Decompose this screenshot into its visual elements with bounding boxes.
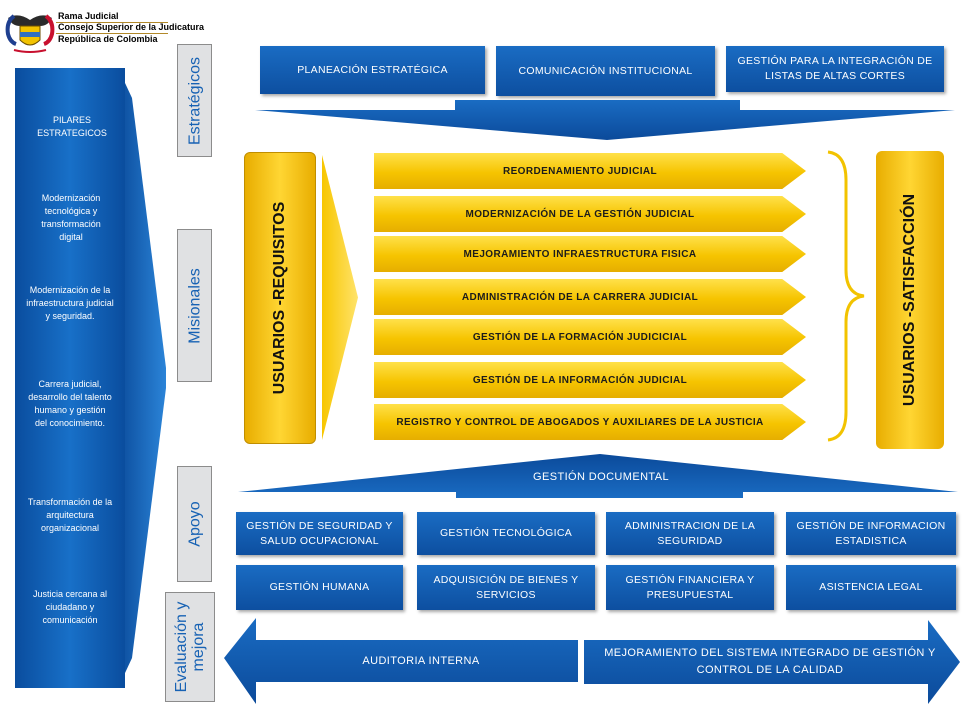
missional-process: REGISTRO Y CONTROL DE ABOGADOS Y AUXILIA… (374, 404, 806, 440)
strategic-box: GESTIÓN PARA LA INTEGRACIÓN DE LISTAS DE… (726, 46, 944, 92)
strategic-pillars-panel: PILARES ESTRATEGICOS Modernización tecno… (15, 68, 125, 688)
support-box: GESTIÓN TECNOLÓGICA (417, 512, 595, 555)
support-box: ADQUISICIÓN DE BIENES Y SERVICIOS (417, 565, 595, 610)
strategic-down-arrow (255, 100, 955, 140)
usuarios-requisitos-label: USUARIOS -REQUISITOS (271, 201, 288, 395)
missional-process: MEJORAMIENTO INFRAESTRUCTURA FISICA (374, 236, 806, 272)
missional-process: REORDENAMIENTO JUDICIAL (374, 153, 806, 189)
gestion-documental-arrow (238, 454, 958, 498)
category-apoyo: Apoyo (177, 466, 212, 582)
usuarios-satisfaccion-box: USUARIOS -SATISFACCIÓN (876, 151, 944, 449)
category-estrategicos: Estratégicos (177, 44, 212, 157)
missional-process: ADMINISTRACIÓN DE LA CARRERA JUDICIAL (374, 279, 806, 315)
category-label: Evaluación y (173, 601, 190, 693)
header-divider (56, 33, 168, 34)
support-box: GESTIÓN HUMANA (236, 565, 403, 610)
pillars-title: PILARES ESTRATEGICOS (37, 115, 107, 138)
institution-header: Rama Judicial Consejo Superior de la Jud… (58, 11, 204, 44)
pillar-item: Carrera judicial, desarrollo del talento… (28, 379, 112, 428)
support-box: GESTIÓN DE INFORMACION ESTADISTICA (786, 512, 956, 555)
evaluation-right-arrow (584, 620, 960, 704)
missional-process: GESTIÓN DE LA FORMACIÓN JUDICICIAL (374, 319, 806, 355)
header-divider (56, 22, 168, 23)
category-label: Misionales (186, 267, 203, 344)
category-evaluacion: Evaluación y mejora (165, 592, 215, 702)
support-box: GESTIÓN DE SEGURIDAD Y SALUD OCUPACIONAL (236, 512, 403, 555)
pillar-item: Modernización tecnológica y transformaci… (41, 193, 101, 242)
category-label-group: Evaluación y mejora (173, 602, 207, 693)
strategic-box: COMUNICACIÓN INSTITUCIONAL (496, 46, 715, 96)
missional-process: MODERNIZACIÓN DE LA GESTIÓN JUDICIAL (374, 196, 806, 232)
pillars-arrow (118, 68, 166, 688)
missional-process: GESTIÓN DE LA INFORMACIÓN JUDICIAL (374, 362, 806, 398)
pillar-item: Justicia cercana al ciudadano y comunica… (32, 589, 108, 625)
evaluation-left-arrow (224, 618, 578, 704)
category-label: Apoyo (186, 501, 203, 547)
gestion-documental-label: GESTIÓN DOCUMENTAL (533, 471, 669, 483)
usuarios-satisfaccion-label: USUARIOS -SATISFACCIÓN (901, 193, 918, 407)
header-line-2: Consejo Superior de la Judicatura (58, 22, 205, 32)
usuarios-requisitos-box: USUARIOS -REQUISITOS (244, 152, 316, 444)
evaluation-right-label: MEJORAMIENTO DEL SISTEMA INTEGRADO DE GE… (604, 647, 936, 676)
curly-brace-icon (827, 150, 865, 442)
header-line-3: República de Colombia (58, 34, 158, 44)
pillar-item: Modernización de la infraestructura judi… (26, 285, 114, 321)
support-box: GESTIÓN FINANCIERA Y PRESUPUESTAL (606, 565, 774, 610)
category-misionales: Misionales (177, 229, 212, 382)
support-box: ADMINISTRACION DE LA SEGURIDAD (606, 512, 774, 555)
requisitos-arrow (322, 155, 358, 440)
pillar-item: Transformación de la arquitectura organi… (27, 497, 113, 533)
support-box: ASISTENCIA LEGAL (786, 565, 956, 610)
category-label: mejora (190, 622, 207, 672)
header-line-1: Rama Judicial (58, 11, 119, 21)
category-label: Estratégicos (186, 56, 203, 145)
coat-of-arms-logo (5, 14, 55, 53)
evaluation-left-label: AUDITORIA INTERNA (362, 654, 480, 667)
strategic-box: PLANEACIÓN ESTRATÉGICA (260, 46, 485, 94)
